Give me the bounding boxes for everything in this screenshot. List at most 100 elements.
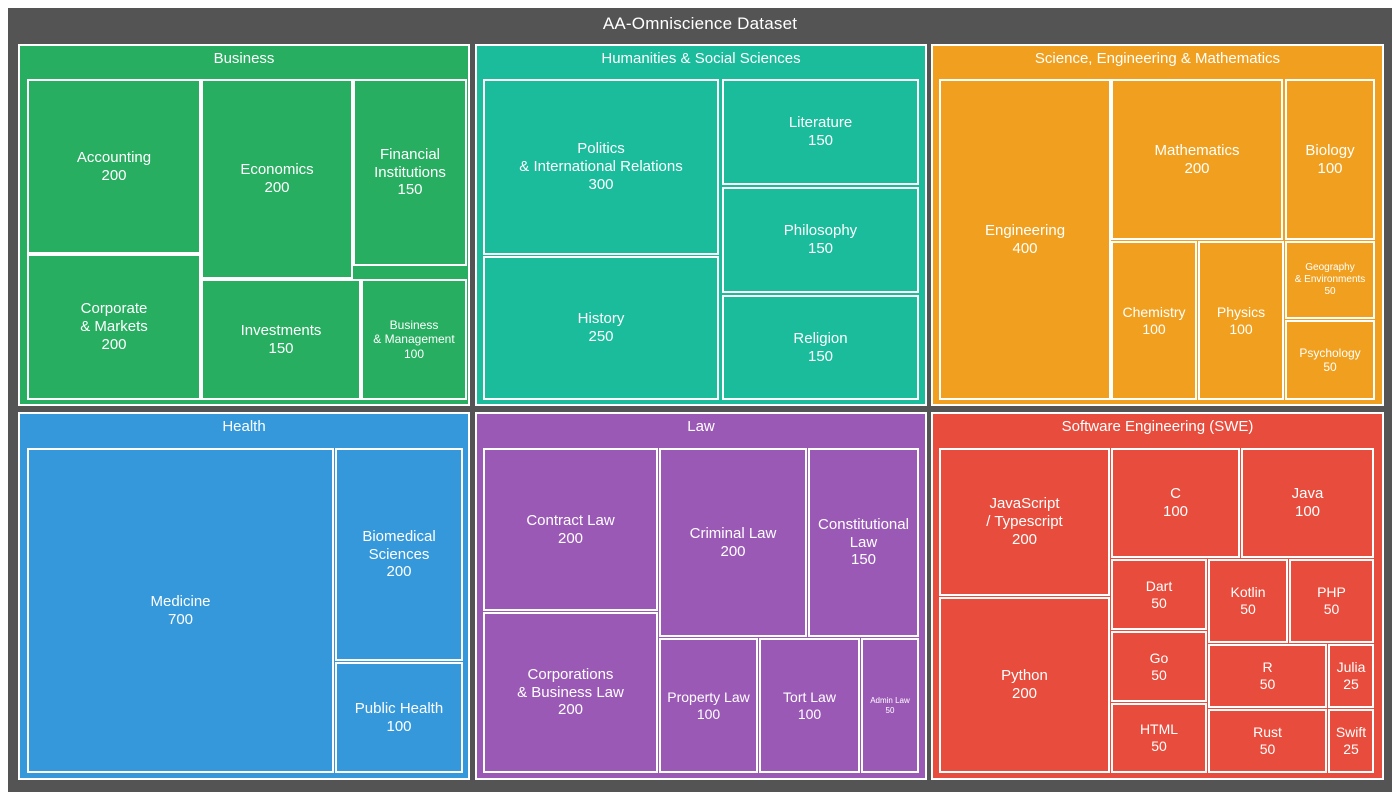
treemap-tile-value: 200 [557, 701, 584, 719]
treemap-tile-value: 25 [1343, 676, 1359, 692]
treemap-tile-label: Economics [240, 161, 314, 179]
treemap-tile-label: Biology [1305, 141, 1355, 159]
treemap-tile-label: Biomedical Sciences [362, 527, 436, 563]
treemap-tile-label: Java [1291, 485, 1324, 503]
treemap-tile-label: Kotlin [1230, 584, 1266, 601]
page-title: AA-Omniscience Dataset [602, 14, 798, 33]
treemap-tile-value: 100 [1294, 503, 1321, 520]
treemap-tile-value: 100 [386, 717, 412, 735]
treemap-group-label: Science, Engineering & Mathematics [1034, 50, 1281, 67]
treemap-tile-label: Corporate & Markets [80, 300, 148, 336]
treemap-tile-value: 200 [264, 179, 290, 196]
treemap-tile-label: Corporations & Business Law [517, 665, 624, 701]
treemap-group-label: Health [222, 418, 266, 435]
treemap-tile-label: PHP [1317, 584, 1346, 601]
treemap-tile-value: 100 [1317, 159, 1343, 177]
treemap-tile-value: 100 [797, 705, 822, 722]
treemap-tile-label: Physics [1216, 303, 1266, 320]
treemap-tile-value: 50 [885, 705, 895, 715]
treemap-tile-value: 50 [1240, 601, 1256, 617]
treemap-tile-value: 50 [1324, 285, 1336, 297]
treemap-tile-label: Financial Institutions [374, 145, 446, 181]
treemap-tile-label: Tort Law [783, 688, 836, 705]
treemap-tile-label: Business & Management [373, 318, 455, 347]
treemap-tile-label: Public Health [354, 699, 444, 717]
treemap-tile-label: Python [1001, 667, 1048, 685]
treemap-tile-label: Swift [1335, 724, 1367, 741]
treemap-tile-label: JavaScript / Typescript [986, 495, 1063, 531]
treemap-tile-value: 400 [1012, 239, 1038, 257]
treemap-tile-label: Constitutional Law [818, 515, 909, 551]
treemap-tile-label: Investments [240, 321, 322, 339]
treemap-tile-label: Literature [788, 114, 853, 132]
treemap-tile-value: 50 [1259, 741, 1276, 757]
treemap-tile-value: 200 [386, 563, 412, 581]
treemap-tile-value: 200 [1011, 685, 1038, 702]
treemap-tile-label: HTML [1139, 721, 1179, 738]
treemap-tile-label: Geography & Environments [1294, 262, 1366, 286]
treemap-tile-value: 50 [1151, 594, 1167, 611]
treemap-tile-value: 200 [557, 529, 584, 547]
treemap-tile-value: 150 [807, 240, 834, 257]
treemap-tile-value: 700 [167, 610, 194, 628]
treemap-group-label: Humanities & Social Sciences [601, 50, 801, 67]
treemap-tile-label: Go [1149, 649, 1169, 666]
treemap-tile-value: 200 [101, 335, 127, 353]
treemap-tile-label: Medicine [150, 592, 211, 610]
treemap-tile-label: Rust [1253, 724, 1282, 741]
treemap-tile-label: Criminal Law [689, 524, 777, 542]
treemap-tile-value: 150 [268, 339, 294, 357]
treemap-tile-value: 250 [588, 328, 614, 345]
treemap-tile-value: 150 [807, 132, 834, 149]
treemap-tile-label: History [577, 310, 625, 328]
treemap-tile-label: Psychology [1299, 345, 1361, 360]
treemap-group-label: Business [213, 50, 275, 67]
treemap-tile-value: 100 [1142, 320, 1166, 337]
treemap-tile-label: Julia [1336, 659, 1366, 676]
treemap-tile-label: Engineering [984, 221, 1066, 239]
treemap-tile-label: Admin Law [870, 696, 910, 706]
